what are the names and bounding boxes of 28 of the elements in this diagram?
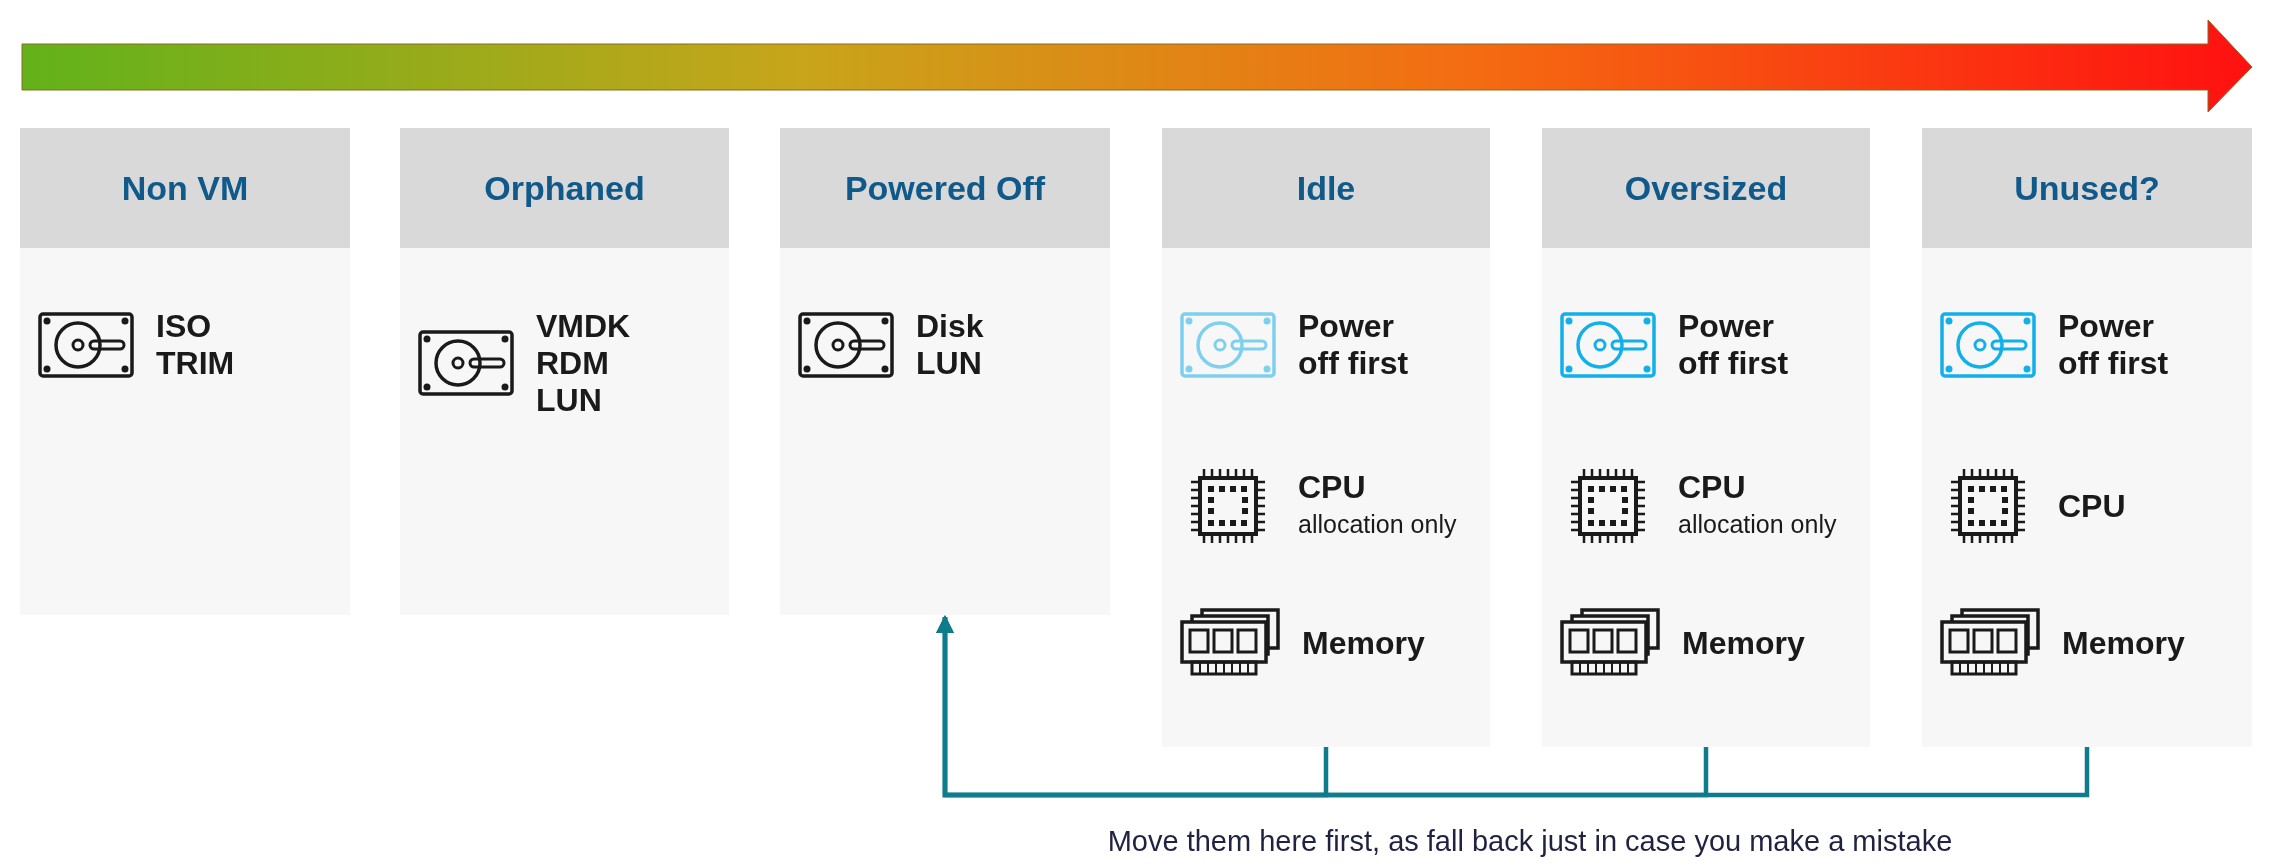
connector-arrow: [936, 615, 2090, 798]
category-column: [1922, 128, 2252, 747]
item-label: CPU: [1678, 468, 1747, 506]
column-heading: Oversized: [1624, 167, 1788, 209]
item-note: allocation only: [1298, 508, 1457, 540]
column-heading: Powered Off: [844, 167, 1046, 209]
category-column: [1542, 128, 1870, 747]
column-heading: Unused?: [2014, 167, 2160, 209]
item-note: allocation only: [1678, 508, 1837, 540]
note-text: Move them here first, as fall back just in case you make a mistake: [1106, 824, 1954, 859]
item-label: CPU: [2058, 487, 2127, 525]
item-label: Power off first: [2058, 308, 2170, 382]
item-label: VMDK RDM LUN: [536, 308, 632, 419]
item-label: Memory: [2062, 624, 2186, 662]
item-label: Power off first: [1678, 308, 1790, 382]
column-heading: Non VM: [121, 167, 249, 209]
category-column: [780, 128, 1110, 615]
item-label: CPU: [1298, 468, 1367, 506]
item-label: Power off first: [1298, 308, 1410, 382]
item-label: Disk LUN: [916, 308, 985, 382]
category-column: [400, 128, 729, 615]
column-heading: Idle: [1296, 167, 1356, 209]
item-label: ISO TRIM: [156, 308, 236, 382]
item-label: Memory: [1682, 624, 1806, 662]
column-heading: Orphaned: [484, 167, 645, 209]
item-label: Memory: [1302, 624, 1426, 662]
category-column: [20, 128, 350, 615]
category-column: [1162, 128, 1490, 747]
